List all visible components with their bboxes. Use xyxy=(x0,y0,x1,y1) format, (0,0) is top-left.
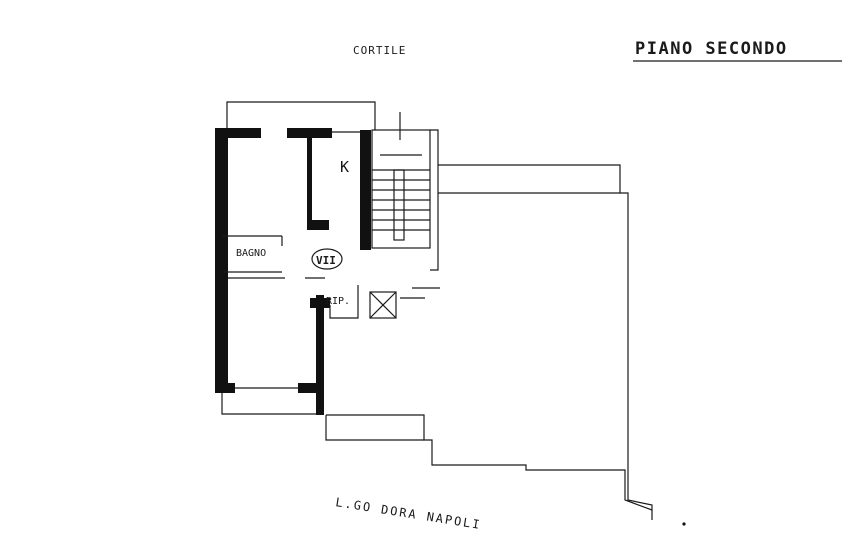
street-front xyxy=(326,414,653,511)
mark-dot xyxy=(682,522,686,526)
wall-bottom-2 xyxy=(298,383,324,393)
courtyard-label: CORTILE xyxy=(353,44,406,57)
neighbour-outline xyxy=(438,164,621,194)
storage-wall xyxy=(329,285,359,319)
wall-left xyxy=(215,130,228,392)
wall-kitchen-left xyxy=(307,130,312,230)
room-label-kitchen: K xyxy=(340,158,349,176)
unit-circle xyxy=(311,248,343,270)
wall-lower-right xyxy=(316,295,324,415)
plan-title: PIANO SECONDO xyxy=(635,39,788,59)
wall-stair-side xyxy=(360,130,371,250)
balcony-bottom xyxy=(221,393,316,415)
room-label-bathroom: BAGNO xyxy=(236,248,266,259)
room-label-storage: RIP. xyxy=(326,296,350,307)
unit-number: VII xyxy=(316,254,336,267)
stair-treads xyxy=(372,169,430,231)
balcony-top xyxy=(226,101,376,130)
wall-bottom-1 xyxy=(215,383,235,393)
wall-top-1 xyxy=(215,128,261,138)
building-step xyxy=(430,129,439,271)
lift-cross-2 xyxy=(369,291,397,319)
street-front-2 xyxy=(325,415,424,441)
stair-core xyxy=(371,129,431,249)
wall-kitchen-stub xyxy=(307,220,329,230)
wall-lower-stub xyxy=(310,298,330,308)
street-label: L.GO DORA NAPOLI xyxy=(335,495,483,532)
lift-shaft xyxy=(369,291,397,319)
